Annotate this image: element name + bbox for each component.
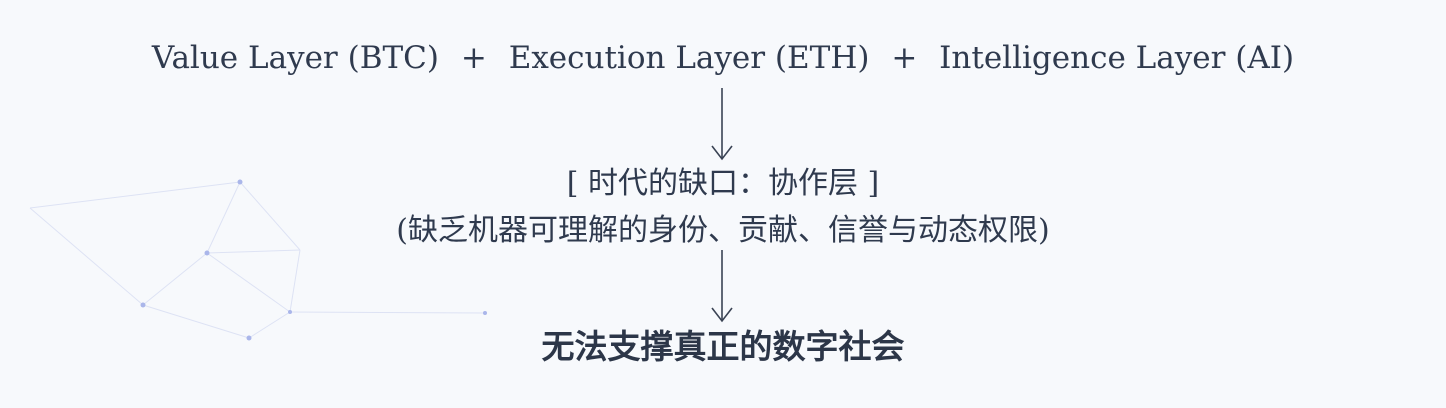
value-layer-label: Value Layer (BTC)	[151, 40, 439, 76]
plus-operator: +	[460, 40, 487, 76]
execution-layer-label: Execution Layer (ETH)	[508, 40, 870, 76]
conclusion-text: 无法支撑真正的数字社会	[541, 327, 905, 366]
collaboration-gap-description: (缺乏机器可理解的身份、贡献、信誉与动态权限)	[396, 213, 1050, 248]
collaboration-gap-title: [ 时代的缺口：协作层 ]	[566, 166, 880, 201]
plus-operator: +	[891, 40, 918, 76]
down-arrow-icon	[711, 88, 733, 161]
down-arrow-icon	[711, 250, 733, 323]
intelligence-layer-label: Intelligence Layer (AI)	[939, 40, 1295, 76]
layer-equation: Value Layer (BTC) + Execution Layer (ETH…	[0, 40, 1446, 76]
